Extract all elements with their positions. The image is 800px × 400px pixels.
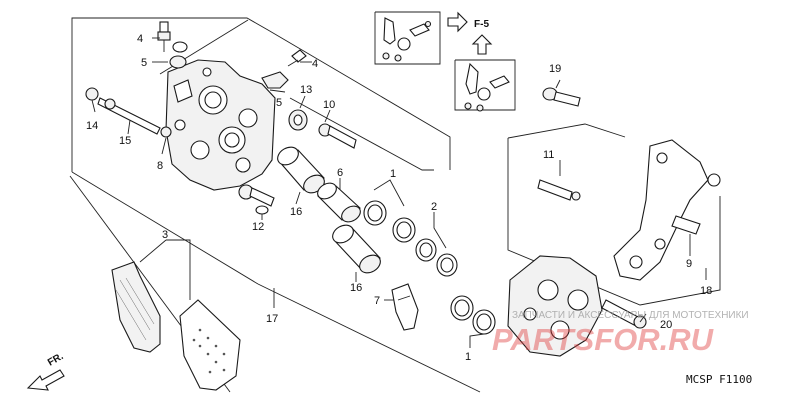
callout-19: 19 [549,63,561,75]
pad-spring [391,283,419,331]
callout-17: 17 [266,313,278,325]
piston-seals-middle [415,238,458,277]
caliper-body-upper [165,59,276,191]
diagram-code: MCSP F1100 [686,373,752,386]
callout-18: 18 [700,285,712,297]
brake-pad-left [111,261,161,353]
caliper-body-lower [507,255,603,357]
callout-8: 8 [157,160,163,172]
callout-20: 20 [660,319,672,331]
bleeder-cap-upper [169,41,188,69]
piston-seals-upper [363,200,416,243]
callout-14: 14 [86,120,98,132]
callout-4b: 4 [312,58,318,70]
slide-pin [318,123,357,149]
piston-lower [332,224,381,274]
watermark: ЗАПЧАСТИ И АКСЕССУАРЫ ДЛЯ МОТОТЕХНИКИ PA… [492,310,749,357]
direction-label: FR. [46,351,66,369]
piston-seals-lower [450,295,496,335]
callout-1a: 1 [390,168,396,180]
callout-16b: 16 [350,282,362,294]
callout-5a: 5 [141,57,147,69]
callout-1b: 1 [465,351,471,363]
callout-13: 13 [300,84,312,96]
leader-lines [91,37,707,348]
callout-16a: 16 [290,206,302,218]
watermark-brand: PARTSFOR.RU [492,322,715,357]
bleeder-screw-right [261,49,307,89]
assembly-outlines [69,17,721,393]
callout-9: 9 [686,258,692,270]
callout-4a: 4 [137,33,143,45]
ref-label: F-5 [474,19,489,30]
brake-pad-right [179,299,241,391]
ref-arrow [447,11,493,55]
hose-inset-lower [454,59,516,112]
callout-numbers: 4 5 4 5 13 10 14 15 8 16 12 6 1 2 16 7 3… [86,33,712,363]
washer-small [160,126,172,138]
callout-3: 3 [162,229,168,241]
bleeder-screw-upper [157,21,171,52]
callout-10: 10 [323,99,335,111]
piston-middle [317,182,361,223]
callout-11: 11 [543,149,554,161]
watermark-tagline: ЗАПЧАСТИ И АКСЕССУАРЫ ДЛЯ МОТОТЕХНИКИ [512,310,749,321]
bolt-lower-left [238,184,275,215]
callout-12: 12 [252,221,264,233]
callout-7: 7 [374,295,380,307]
callout-2: 2 [431,201,437,213]
bolt-19 [542,87,581,107]
callout-15: 15 [119,135,131,147]
callout-5b: 5 [276,97,282,109]
callout-6: 6 [337,167,343,179]
piston-upper [277,146,325,194]
mounting-bracket [613,139,721,281]
hose-inset-upper [374,11,441,65]
direction-arrow: FR. [26,351,66,391]
pin-boot [288,109,308,131]
pin-11 [537,179,581,201]
caliper-bolt-long [85,87,161,135]
